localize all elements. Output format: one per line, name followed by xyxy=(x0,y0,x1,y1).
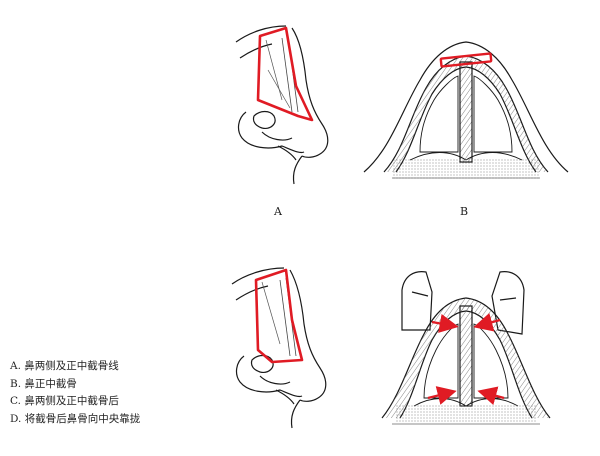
osteotomy-result-c xyxy=(254,268,304,364)
arrow-upper-right xyxy=(473,312,501,332)
cross-section-d xyxy=(381,271,551,425)
arrow-upper-left xyxy=(431,313,459,333)
arrow-lower-right xyxy=(477,386,505,406)
central-osteotomy-b xyxy=(439,52,493,68)
legend-item-a: A. 鼻两侧及正中截骨线 xyxy=(10,360,119,372)
nose-profile-c xyxy=(231,267,327,429)
legend-item-c: C. 鼻两侧及正中截骨后 xyxy=(10,395,119,408)
panel-label-b: B xyxy=(460,205,468,218)
legend: A. 鼻两侧及正中截骨线 B. 鼻正中截骨 C. 鼻两侧及正中截骨后 D. 将截… xyxy=(10,358,140,428)
arrow-lower-left xyxy=(427,386,457,405)
panel-label-a: A xyxy=(273,205,283,218)
nose-profile-a xyxy=(235,25,329,185)
osteotomy-line-a xyxy=(256,26,314,122)
cross-section-b xyxy=(363,41,569,180)
legend-item-d: D. 将截骨后鼻骨向中央靠拢 xyxy=(10,412,141,425)
legend-item-b: B. 鼻正中截骨 xyxy=(10,377,77,390)
push-arrows-d xyxy=(427,312,505,406)
